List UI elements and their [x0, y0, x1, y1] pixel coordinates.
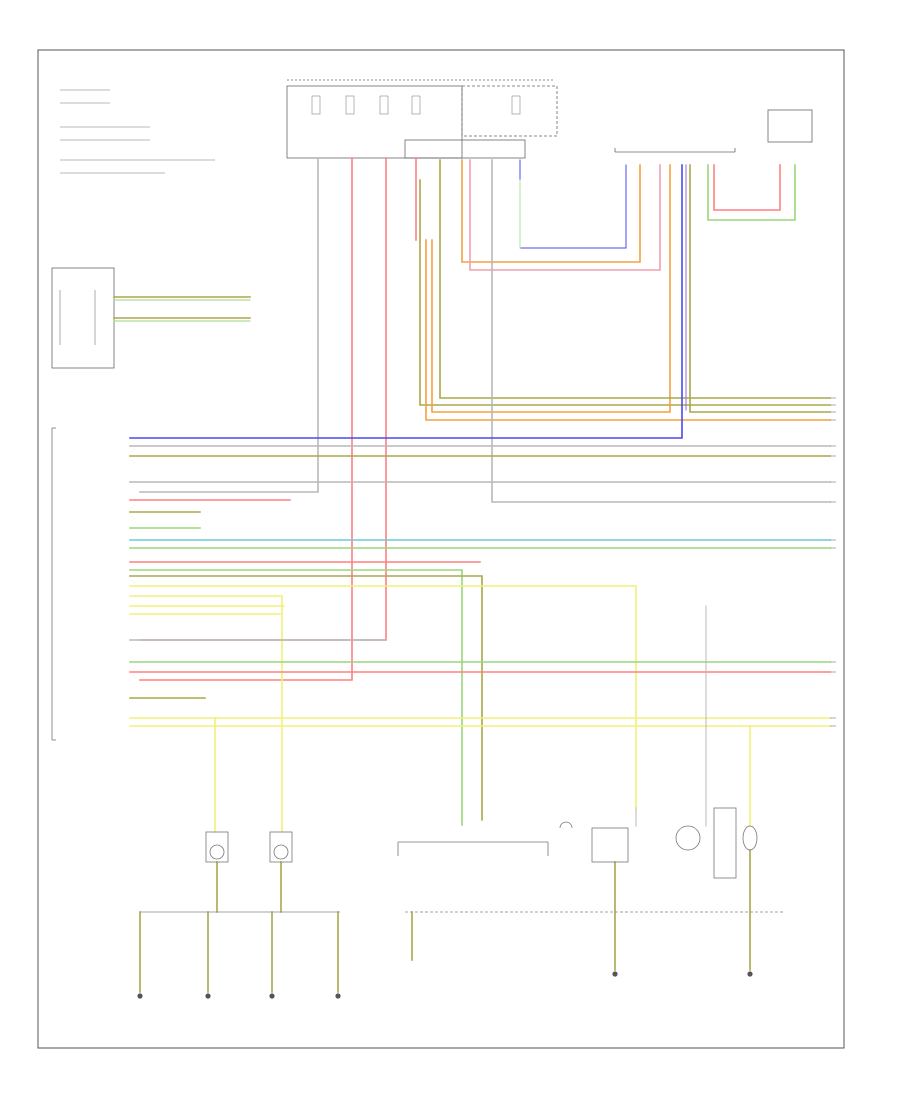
wire-orange-up: [431, 164, 671, 413]
legend: [60, 89, 215, 174]
wire-orange-right: [425, 239, 831, 421]
headlamp-switch-connector: [614, 148, 736, 153]
connector-marks: [830, 397, 836, 727]
ground-point-2: [205, 993, 211, 999]
wire-gray-right: [491, 159, 831, 503]
ground-point-3: [269, 993, 275, 999]
wire-green-down: [129, 569, 463, 826]
fuse-box-top: [286, 79, 558, 159]
wire-olive-2: [439, 159, 831, 399]
ground-points: [137, 971, 753, 999]
control-module-left: [51, 267, 115, 369]
main-module-bracket: [51, 427, 56, 741]
wire-green-sensor: [707, 164, 796, 221]
wire-red-fuse3: [139, 157, 387, 641]
light-sensor-module: [767, 109, 813, 143]
lamp-right-2: [713, 807, 758, 879]
headlamp-leveling-unit: [397, 841, 549, 856]
wire-gray-fuse1: [139, 157, 319, 493]
wire-blue-switch: [519, 159, 627, 249]
lamp-left-2: [269, 831, 293, 863]
wire-pink-switch: [469, 159, 661, 271]
wire-yellow-lamp2: [129, 595, 283, 833]
wires: [113, 157, 831, 993]
wire-olive-switch: [689, 164, 831, 413]
wire-red-sensor: [713, 164, 781, 211]
lamp-right-1: [559, 821, 701, 863]
wire-olive-right: [419, 179, 831, 406]
ground-point-4: [335, 993, 341, 999]
fuse-symbols: [311, 95, 521, 115]
ground-point-5: [612, 971, 618, 977]
ground-point-6: [747, 971, 753, 977]
wire-blue-main: [129, 164, 683, 439]
diagram-frame: [37, 49, 845, 1049]
wire-olive-down: [129, 575, 483, 821]
lamp-left-1: [205, 831, 229, 863]
wire-orange-switch: [461, 159, 641, 263]
wire-yellow-down1: [129, 585, 637, 809]
wire-red-fuse2: [139, 157, 353, 681]
ground-point-1: [137, 993, 143, 999]
